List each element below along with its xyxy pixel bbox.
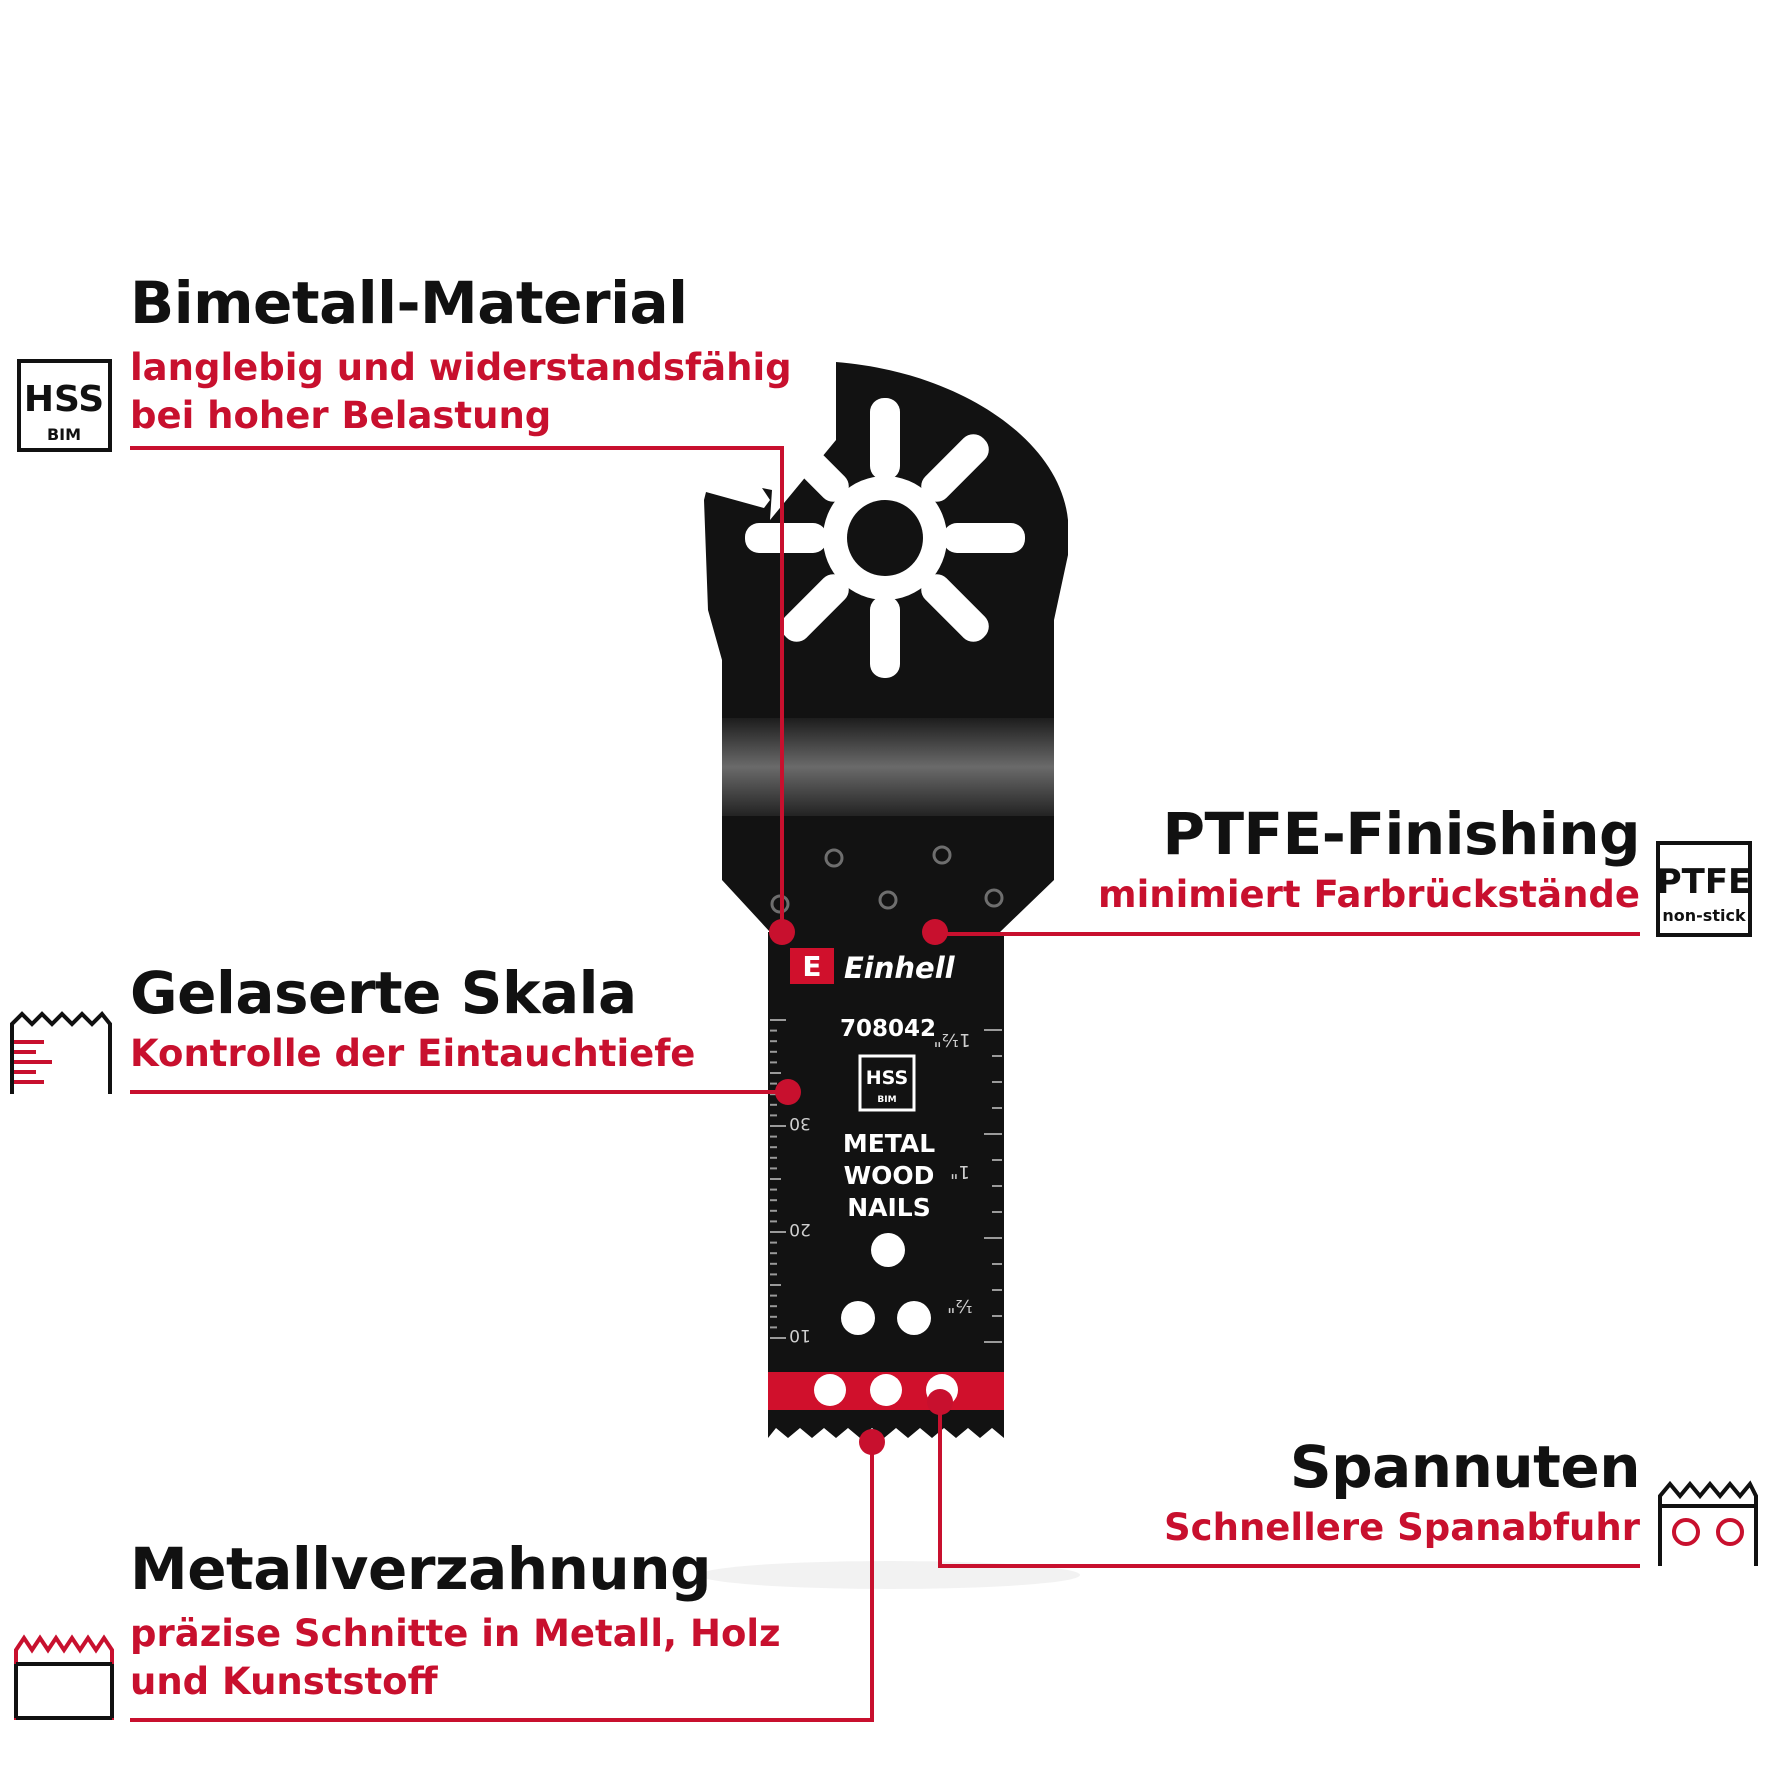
hub-center xyxy=(847,500,923,576)
laser-scale-icon xyxy=(10,1011,112,1094)
saw-blade: E Einhell 708042 HSS BIM METAL WOOD NAIL… xyxy=(704,362,1068,1438)
blade-shaft xyxy=(768,932,1004,1384)
feature-ptfe-desc: minimiert Farbrückstände xyxy=(1098,872,1640,916)
hss-bim-icon: HSS BIM xyxy=(17,359,112,452)
scale-mm-30: 30 xyxy=(789,1113,811,1133)
line-spannuten xyxy=(938,1402,1640,1568)
blade-teeth xyxy=(768,1410,1004,1438)
dot-bimetall xyxy=(769,919,795,945)
ptfe-nonstick-icon: PTFE non-stick xyxy=(1656,841,1752,937)
feature-ptfe: PTFE-Finishing minimiert Farbrückstände xyxy=(1098,800,1640,919)
ptfe-icon-label: PTFE xyxy=(1657,862,1752,902)
material-metal: METAL xyxy=(843,1129,935,1158)
blade-hss-stamp xyxy=(858,1054,916,1112)
shaft-holes xyxy=(841,1233,931,1335)
ptfe-gloss-band xyxy=(722,718,1054,816)
feature-skala-desc: Kontrolle der Eintauchtiefe xyxy=(130,1031,696,1075)
dot-metallverzahnung xyxy=(859,1429,885,1455)
line-metallverzahnung xyxy=(130,1442,874,1722)
scale-mm-20: 20 xyxy=(789,1219,811,1239)
dot-spannuten xyxy=(927,1389,953,1415)
callout-lines xyxy=(130,446,1640,1722)
scale-inch-1-5: 1½" xyxy=(933,1029,970,1050)
article-number: 708042 xyxy=(840,1016,936,1042)
blade-hss-label: HSS xyxy=(866,1067,908,1089)
feature-metallverzahnung-desc-2: und Kunststoff xyxy=(130,1659,438,1703)
feature-spannuten-desc: Schnellere Spanabfuhr xyxy=(1164,1505,1640,1549)
blade-hss-sub: BIM xyxy=(877,1095,896,1105)
feature-skala: Gelaserte Skala Kontrolle der Eintauchti… xyxy=(130,959,696,1078)
feature-skala-title: Gelaserte Skala xyxy=(130,959,637,1027)
line-bimetall xyxy=(130,446,784,932)
feature-metallverzahnung-title: Metallverzahnung xyxy=(130,1535,712,1603)
scale-mm-10: 10 xyxy=(789,1325,811,1345)
hss-bim-icon-sub: BIM xyxy=(47,425,81,444)
callout-dots xyxy=(769,919,953,1455)
chip-flute-icon xyxy=(1658,1480,1758,1566)
dot-skala xyxy=(775,1079,801,1105)
feature-ptfe-title: PTFE-Finishing xyxy=(1162,800,1640,868)
hss-bim-icon-label: HSS xyxy=(24,379,104,420)
metal-teeth-icon xyxy=(14,1634,114,1720)
feature-bimetall-desc-2: bei hoher Belastung xyxy=(130,393,552,437)
feature-metallverzahnung: Metallverzahnung präzise Schnitte in Met… xyxy=(130,1535,781,1706)
ptfe-icon-sub: non-stick xyxy=(1662,906,1746,925)
brand-name: Einhell xyxy=(844,951,956,985)
laser-scale-ticks xyxy=(770,1019,1002,1343)
feature-spannuten-title: Spannuten xyxy=(1289,1433,1641,1501)
dot-ptfe xyxy=(922,919,948,945)
brand-logo-box xyxy=(790,948,834,984)
feature-metallverzahnung-desc-1: präzise Schnitte in Metall, Holz xyxy=(130,1611,781,1655)
scale-inch-half: ½" xyxy=(947,1295,973,1316)
feature-spannuten: Spannuten Schnellere Spanabfuhr xyxy=(1164,1433,1641,1552)
feature-bimetall-desc-1: langlebig und widerstandsfähig xyxy=(130,345,792,389)
material-nails: NAILS xyxy=(847,1193,931,1222)
scale-inch-1: 1" xyxy=(950,1161,970,1182)
feature-bimetall: Bimetall-Material langlebig und widersta… xyxy=(130,269,792,440)
material-wood: WOOD xyxy=(844,1161,935,1190)
feature-bimetall-title: Bimetall-Material xyxy=(130,269,688,337)
brand-logo-letter: E xyxy=(802,950,821,983)
